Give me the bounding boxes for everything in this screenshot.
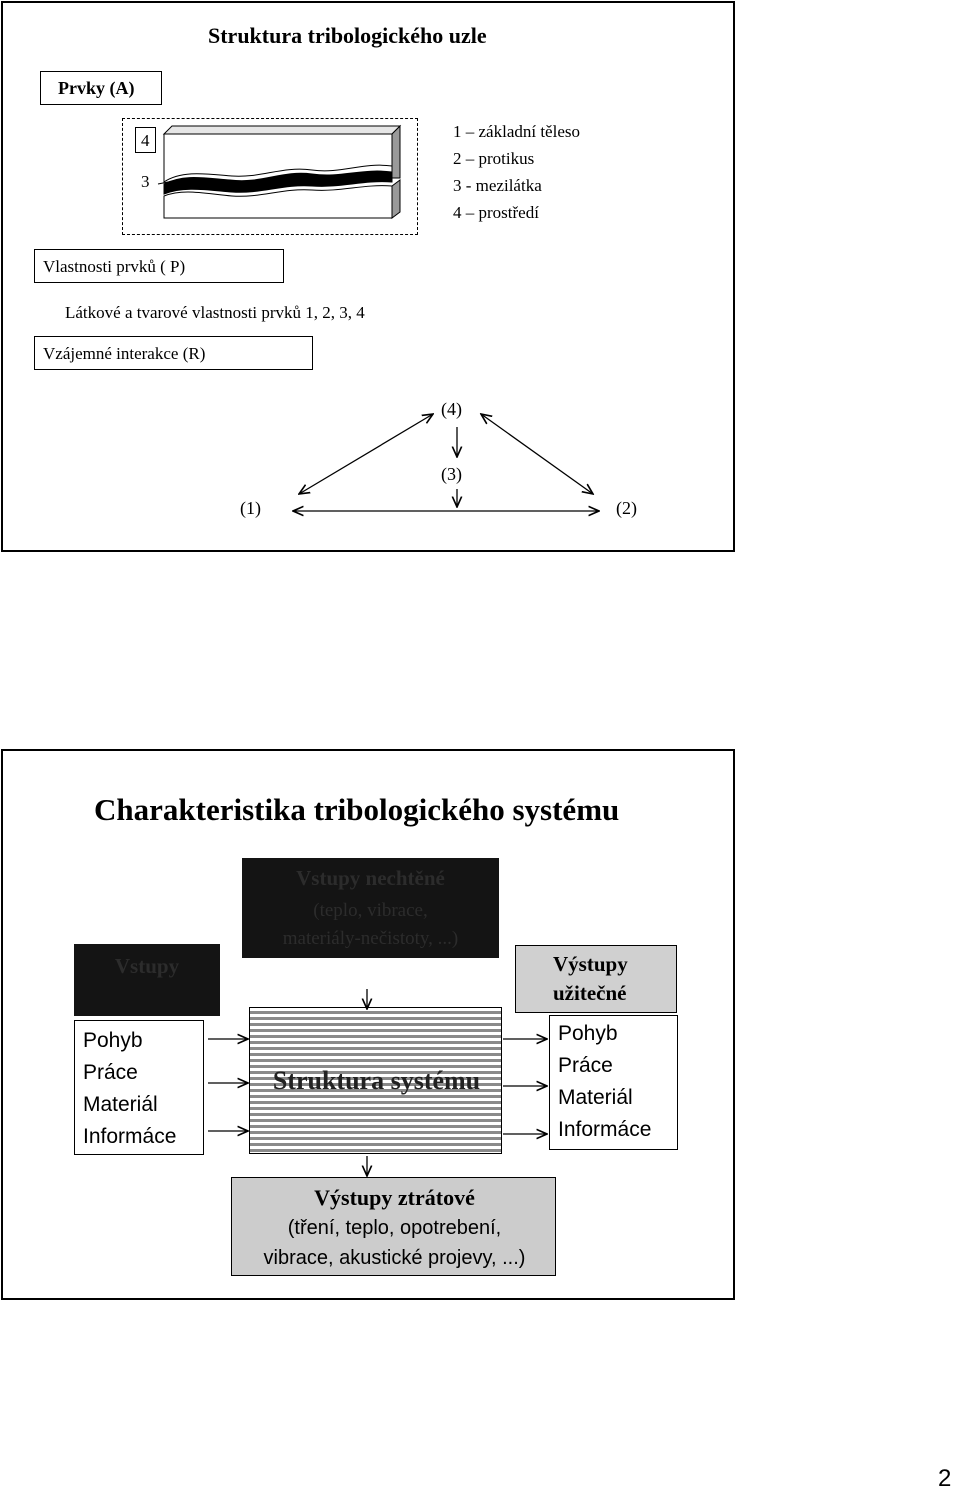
input-item: Informáce xyxy=(83,1125,177,1148)
vlastnosti-text: Látkové a tvarové vlastnosti prvků 1, 2,… xyxy=(65,303,365,322)
output-item: Pohyb xyxy=(558,1022,618,1045)
node-1: (1) xyxy=(240,498,261,518)
input-item: Materiál xyxy=(83,1093,158,1116)
slide1-title: Struktura tribologického uzle xyxy=(208,23,487,48)
interakce-label: Vzájemné interakce (R) xyxy=(43,344,206,363)
elements-drawing xyxy=(157,124,402,219)
flow-arrows xyxy=(208,989,737,1302)
output-item: Práce xyxy=(558,1054,613,1077)
vlastnosti-label-box: Vlastnosti prvků ( P) xyxy=(34,249,284,283)
interaction-arrows xyxy=(3,3,737,554)
outputs-list: Pohyb Práce Materiál Informáce xyxy=(549,1015,678,1150)
unwanted-inputs-line2: materiály-nečistoty, ...) xyxy=(282,928,459,949)
prvky-label: Prvky (A) xyxy=(58,78,135,98)
elements-diagram xyxy=(122,118,418,235)
loss-outputs-line1: (tření, teplo, opotrebení, xyxy=(287,1217,502,1239)
page-number: 2 xyxy=(938,1465,952,1492)
output-item: Materiál xyxy=(558,1086,633,1109)
node-4: (4) xyxy=(441,399,462,419)
slide-tribological-node: Struktura tribologického uzle Prvky (A) … xyxy=(1,1,735,552)
vlastnosti-label: Vlastnosti prvků ( P) xyxy=(43,257,186,276)
loss-outputs-title: Výstupy ztrátové xyxy=(314,1185,475,1210)
inputs-list: Pohyb Práce Materiál Informáce xyxy=(74,1020,204,1155)
slide2-title: Charakteristika tribologického systému xyxy=(94,792,620,827)
legend-item-1: 1 – základní těleso xyxy=(453,122,580,141)
unwanted-inputs-line1: (teplo, vibrace, xyxy=(313,900,428,921)
inputs-label: Vstupy xyxy=(114,954,180,978)
legend-item-2: 2 – protikus xyxy=(453,149,535,168)
unwanted-inputs-title: Vstupy nechtěné xyxy=(296,866,445,890)
element-number-4: 4 xyxy=(135,127,156,153)
system-structure-label: Struktura systému xyxy=(272,1066,481,1095)
unwanted-inputs-box: Vstupy nechtěné (teplo, vibrace, materiá… xyxy=(242,858,499,958)
loss-outputs-box: Výstupy ztrátové (tření, teplo, opotrebe… xyxy=(231,1177,556,1276)
element-number-3: 3 xyxy=(135,169,156,195)
useful-outputs-line2: užitečné xyxy=(553,981,627,1005)
legend-item-4: 4 – prostředí xyxy=(453,203,539,222)
interakce-label-box: Vzájemné interakce (R) xyxy=(34,336,313,370)
inputs-header: Vstupy xyxy=(74,944,220,1016)
output-item: Informáce xyxy=(558,1118,652,1141)
slide-tribological-system: Charakteristika tribologického systému V… xyxy=(1,749,735,1300)
input-item: Pohyb xyxy=(83,1029,143,1052)
node-3: (3) xyxy=(441,464,462,484)
useful-outputs-header: Výstupy užitečné xyxy=(515,945,677,1013)
loss-outputs-line2: vibrace, akustické projevy, ...) xyxy=(263,1247,526,1269)
node-2: (2) xyxy=(616,498,637,518)
system-structure-box: Struktura systému xyxy=(249,1007,502,1154)
useful-outputs-line1: Výstupy xyxy=(553,952,628,976)
input-item: Práce xyxy=(83,1061,138,1084)
legend-item-3: 3 - mezilátka xyxy=(453,176,542,195)
prvky-label-box: Prvky (A) xyxy=(40,71,162,105)
